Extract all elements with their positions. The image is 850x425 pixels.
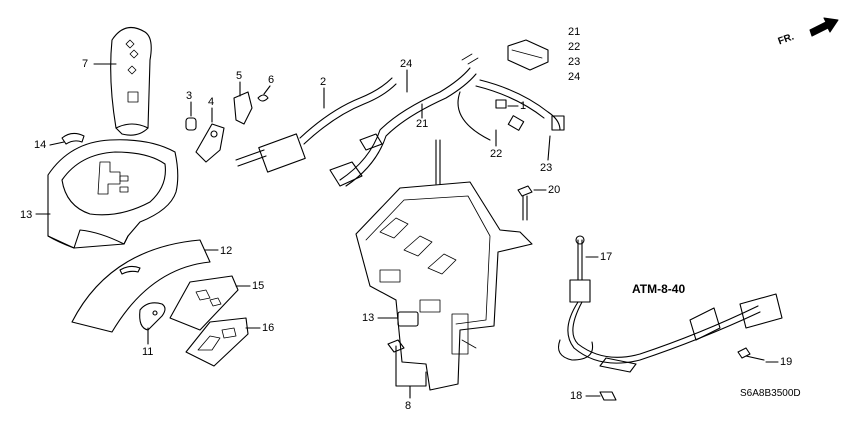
callout-16: 15 [252,280,265,292]
shift-knob-part [110,26,152,136]
collar-part [185,117,197,131]
callout-2: 2 [320,76,327,88]
callout-1: 1 [520,100,527,112]
stopper-part [233,91,253,125]
bolt-19-part [737,347,765,361]
callout-24: 24 [400,58,413,70]
callout-17: 16 [262,322,275,334]
front-arrow-icon [809,17,839,37]
callout-11: 12 [220,245,233,257]
callout-20: 20 [548,184,561,196]
clip-part [61,132,85,145]
callout-22: 22 [490,148,503,160]
harness-24-part [329,53,479,187]
clip-small-part [387,339,405,353]
reference-label: ATM-8-40 [632,282,686,296]
nut-18-part [599,391,617,401]
callout-18: 18 [570,390,583,402]
switch-part [397,311,419,327]
callout-3: 3 [186,90,193,102]
shift-cable-part [557,235,783,373]
callout-23: 23 [540,162,553,174]
diagram-code: S6A8B3500D [740,388,801,399]
callout-12: 17 [600,251,613,263]
cover-strip-part [71,239,211,333]
callout-7: 7 [82,58,89,70]
bolt-20-part [517,185,533,221]
callout-8: 8 [405,400,412,412]
callout-10: 11 [142,346,154,358]
callout-19: 19 [780,356,793,368]
harness-22-part [457,79,565,141]
solenoid-part [235,77,397,173]
shift-base-assembly-part [355,139,533,391]
callout-5: 5 [236,70,243,82]
lever-part [195,123,225,163]
callout-15: 14 [34,139,47,151]
connector-callout-23: 23 [568,56,581,68]
bracket-upper-part [169,275,239,331]
connector-callout-21: 21 [568,26,581,38]
callout-13: 13 [362,312,375,324]
callout-21: 21 [416,118,429,130]
connector-callout-24: 24 [568,71,581,83]
callout-14: 13 [20,209,33,221]
callout-4: 4 [208,96,215,108]
bracket-lower-part [185,317,249,367]
connector-callout-22: 22 [568,41,581,53]
spring-part [257,94,269,102]
callout-6: 6 [268,74,275,86]
tag-part [139,302,166,331]
connector-part [507,39,549,71]
indicator-panel-part [47,139,179,249]
